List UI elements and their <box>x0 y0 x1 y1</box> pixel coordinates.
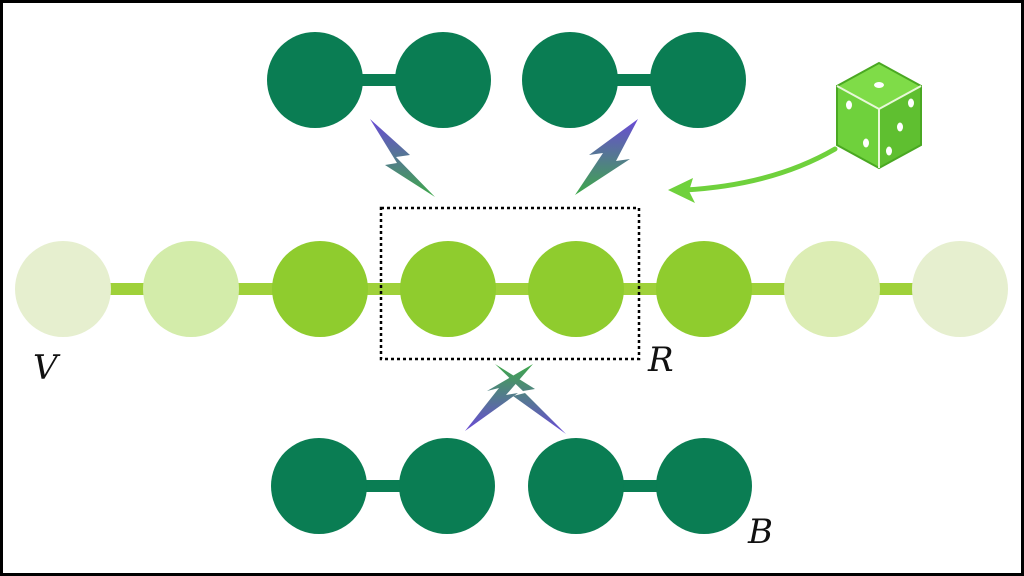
chain-site-core <box>400 241 496 337</box>
chain-site-edge <box>912 241 1008 337</box>
lightning-icon <box>495 364 566 434</box>
bath-pair-bottom-left <box>271 438 495 534</box>
chain-site-core <box>272 241 368 337</box>
chain-site-mid <box>784 241 880 337</box>
bath-site <box>395 32 491 128</box>
chain-site-mid <box>143 241 239 337</box>
lightning-icon <box>575 119 638 195</box>
bath-site <box>271 438 367 534</box>
chain-label: V <box>33 348 58 388</box>
bath-site <box>656 438 752 534</box>
bath-site <box>399 438 495 534</box>
bath-site <box>650 32 746 128</box>
chain-site-core <box>656 241 752 337</box>
chain-site-edge <box>15 241 111 337</box>
region-box <box>379 206 641 361</box>
bath-site <box>528 438 624 534</box>
bath-label: B <box>748 512 773 552</box>
bath-site <box>522 32 618 128</box>
bath-site <box>267 32 363 128</box>
region-label: R <box>648 340 674 380</box>
bath-pair-top-right <box>522 32 746 128</box>
dice-icon <box>836 61 922 170</box>
arrow-icon <box>668 146 838 203</box>
chain-site-core <box>528 241 624 337</box>
lightning-icon <box>370 119 435 197</box>
bath-pair-bottom-right <box>528 438 752 534</box>
diagram-svg <box>15 32 1008 534</box>
bath-pair-top-left <box>267 32 491 128</box>
